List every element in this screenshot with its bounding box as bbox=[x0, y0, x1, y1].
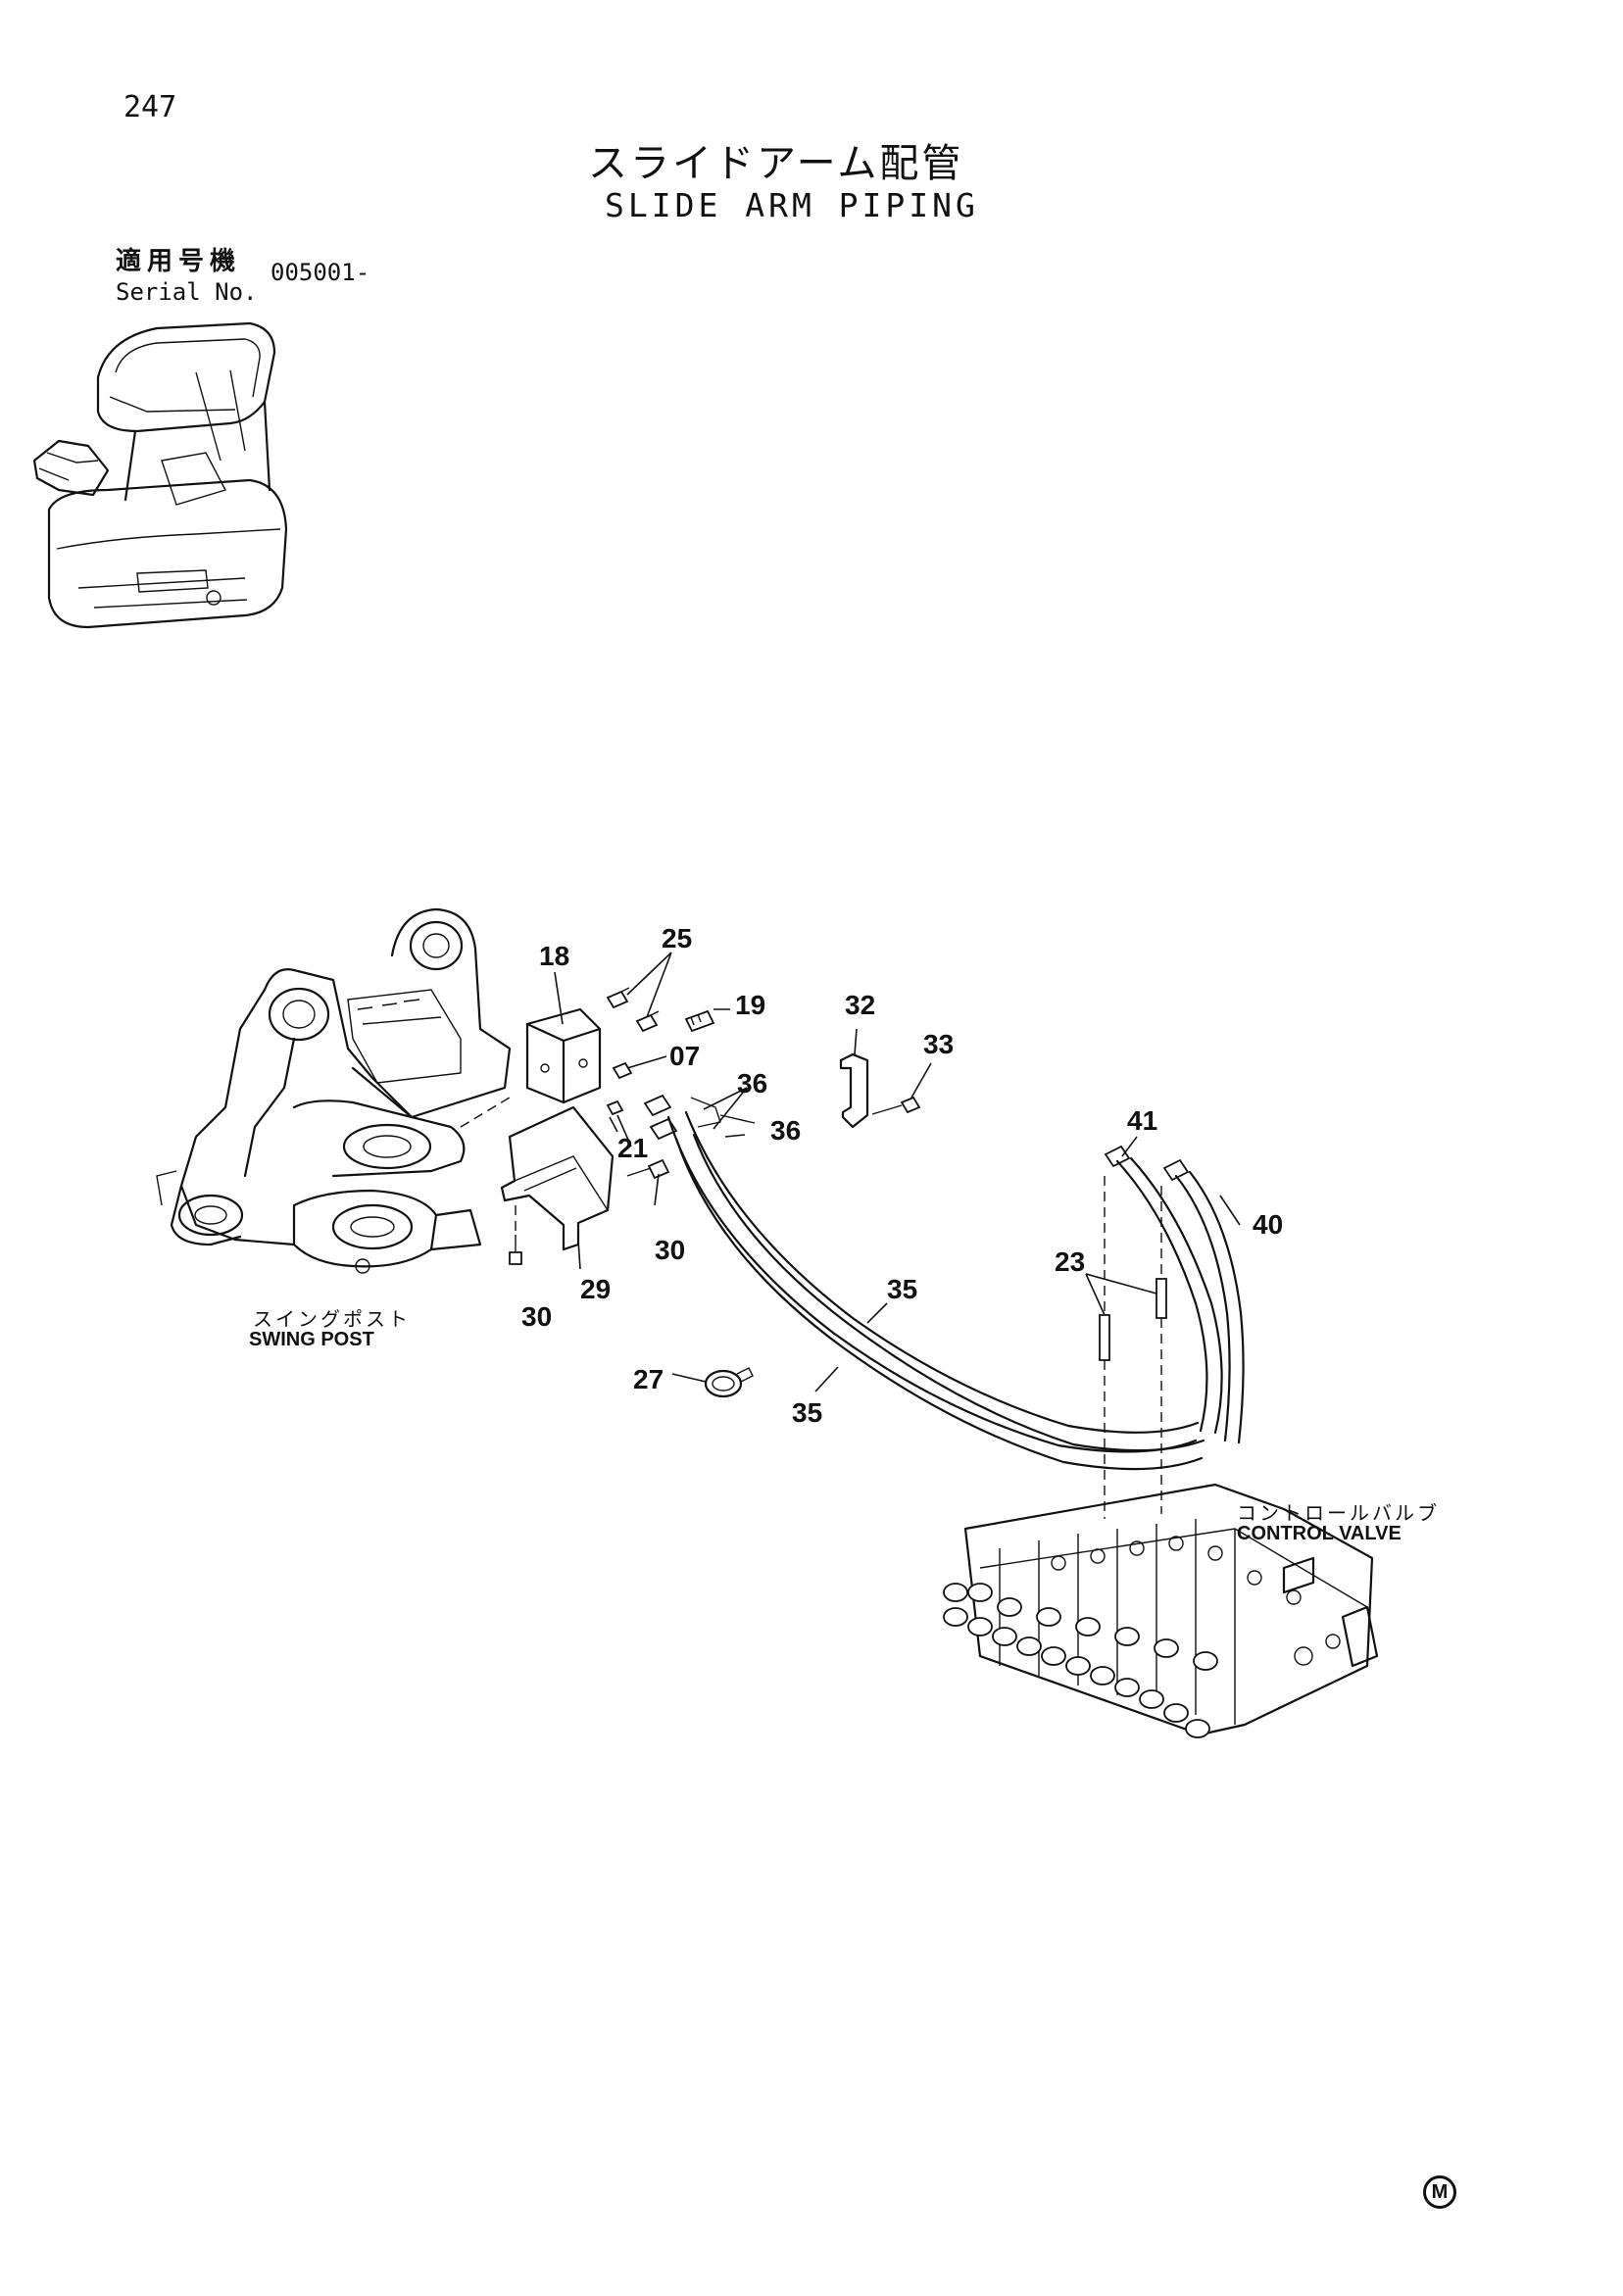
callout-41: 41 bbox=[1127, 1105, 1158, 1136]
swing-post-illustration bbox=[156, 907, 512, 1274]
callout-27: 27 bbox=[633, 1364, 664, 1394]
callout-30-left: 30 bbox=[521, 1301, 553, 1332]
callout-30-right: 30 bbox=[655, 1235, 686, 1265]
serial-label-en: Serial No. bbox=[116, 278, 258, 306]
control-valve-label-jp: コントロールバルブ bbox=[1237, 1501, 1440, 1525]
serial-value: 005001- bbox=[270, 259, 370, 286]
hoses-35 bbox=[643, 1094, 1205, 1471]
bolts-30 bbox=[509, 1158, 670, 1265]
control-valve-label-en: CONTROL VALVE bbox=[1237, 1523, 1402, 1544]
callout-21: 21 bbox=[617, 1133, 649, 1163]
callout-36-upper: 36 bbox=[737, 1068, 768, 1099]
hose-clamp-27 bbox=[704, 1367, 754, 1398]
swing-post-label-jp: スイングポスト bbox=[253, 1307, 411, 1331]
callout-32: 32 bbox=[845, 990, 876, 1020]
fittings-23 bbox=[1099, 1176, 1167, 1519]
callout-25: 25 bbox=[662, 923, 693, 953]
bracket-32 bbox=[839, 1052, 921, 1129]
cover-bracket-29 bbox=[500, 1105, 615, 1251]
valve-ports bbox=[943, 1536, 1341, 1738]
callout-40: 40 bbox=[1253, 1209, 1284, 1240]
callout-19: 19 bbox=[735, 990, 766, 1020]
callout-33: 33 bbox=[923, 1029, 955, 1059]
callout-18: 18 bbox=[539, 941, 570, 971]
manufacturer-logo-mark: M bbox=[1423, 2175, 1456, 2209]
callout-07: 07 bbox=[669, 1041, 701, 1071]
swing-post-label-en: SWING POST bbox=[249, 1329, 374, 1350]
callout-35-upper: 35 bbox=[887, 1274, 918, 1304]
callout-36-lower: 36 bbox=[770, 1115, 802, 1146]
page-title-en: SLIDE ARM PIPING bbox=[605, 186, 979, 224]
page-title-jp: スライドアーム配管 bbox=[588, 141, 964, 186]
page-number: 247 bbox=[123, 90, 177, 124]
fittings-group bbox=[606, 987, 715, 1133]
callout-23: 23 bbox=[1055, 1246, 1086, 1277]
callout-35-lower: 35 bbox=[792, 1397, 823, 1428]
excavator-thumbnail-illustration bbox=[32, 321, 288, 629]
serial-label-jp: 適用号機 bbox=[116, 247, 242, 276]
hoses-40 bbox=[1104, 1145, 1245, 1444]
valve-block-18 bbox=[525, 1007, 602, 1104]
control-valve-illustration bbox=[943, 1483, 1379, 1738]
callout-29: 29 bbox=[580, 1274, 612, 1304]
callout-leaders bbox=[554, 952, 1241, 1392]
